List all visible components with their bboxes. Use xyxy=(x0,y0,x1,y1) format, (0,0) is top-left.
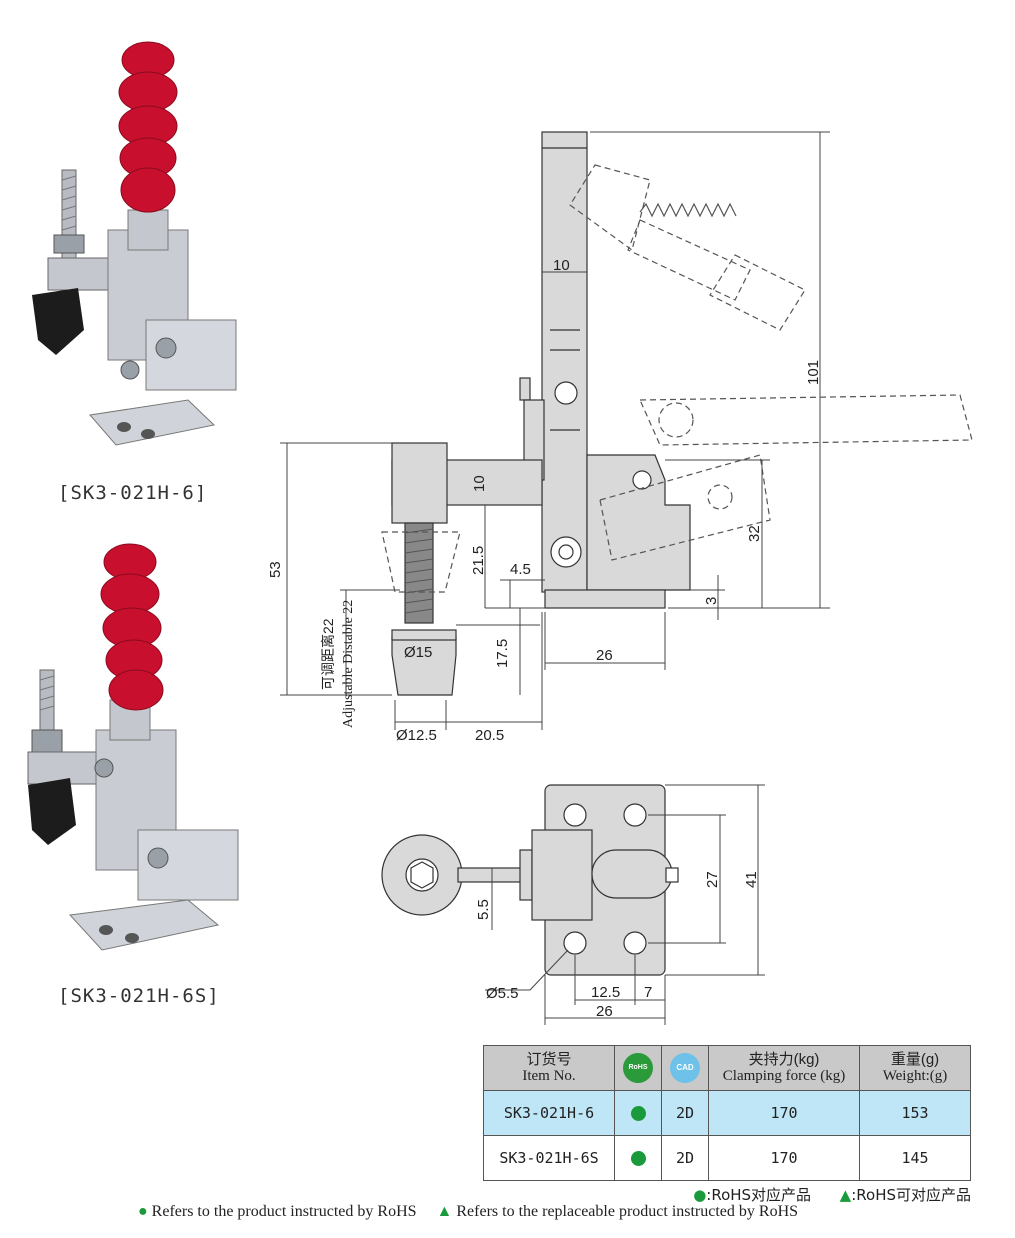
dim-32: 32 xyxy=(746,525,763,542)
cell-cad: 2D xyxy=(661,1135,709,1181)
header-cad: CAD xyxy=(661,1045,709,1091)
header-weight: 重量(g) Weight:(g) xyxy=(859,1045,971,1091)
dim-dia-5-5: Ø5.5 xyxy=(486,985,519,1002)
dim-101: 101 xyxy=(805,360,822,385)
dim-5-5: 5.5 xyxy=(475,899,492,920)
dim-4-5: 4.5 xyxy=(510,561,531,578)
table-header-row: 订货号 Item No. RoHS CAD 夹持力(kg) Clamping f… xyxy=(483,1045,971,1091)
dim-dia-15: Ø15 xyxy=(404,644,432,661)
legend-dot-icon: ● xyxy=(693,1186,707,1204)
legend-en: ● Refers to the product instructed by Ro… xyxy=(138,1203,799,1220)
spec-table: 订货号 Item No. RoHS CAD 夹持力(kg) Clamping f… xyxy=(483,1045,971,1181)
cell-item: SK3-021H-6S xyxy=(483,1135,615,1181)
header-force: 夹持力(kg) Clamping force (kg) xyxy=(708,1045,860,1091)
dim-10-arm: 10 xyxy=(471,475,488,492)
cell-item: SK3-021H-6 xyxy=(483,1090,615,1136)
cell-rohs xyxy=(614,1090,662,1136)
rohs-icon: RoHS xyxy=(623,1053,653,1083)
cad-icon: CAD xyxy=(670,1053,700,1083)
top-view-drawing: 27 41 5.5 Ø5.5 12.5 7 26 xyxy=(381,784,765,1025)
legend-cn: ●:RoHS对应产品 ▲:RoHS可对应产品 xyxy=(693,1186,971,1204)
legend-triangle-icon: ▲ xyxy=(436,1203,453,1220)
table-row: SK3-021H-6S 2D 170 145 xyxy=(483,1135,971,1181)
dim-27: 27 xyxy=(704,871,721,888)
legend-triangle-icon: ▲ xyxy=(839,1186,852,1204)
side-view-drawing: 10 101 10 53 21.5 4.5 32 3 17.5 26 Ø15 Ø… xyxy=(267,131,973,744)
cell-force: 170 xyxy=(708,1135,860,1181)
dim-17-5: 17.5 xyxy=(494,639,511,668)
dim-53: 53 xyxy=(267,561,284,578)
dim-26-bottom: 26 xyxy=(596,1003,613,1020)
dim-adjustable-cn: 可调距离22 xyxy=(320,618,336,690)
table-row: SK3-021H-6 2D 170 153 xyxy=(483,1090,971,1136)
header-item: 订货号 Item No. xyxy=(483,1045,615,1091)
rohs-dot-icon xyxy=(630,1106,646,1121)
product-caption-2: [SK3-021H-6S] xyxy=(58,985,220,1007)
rohs-dot-icon xyxy=(630,1151,646,1166)
dim-7: 7 xyxy=(644,984,652,1001)
cell-weight: 153 xyxy=(859,1090,971,1136)
product-photo-1 xyxy=(32,41,237,446)
product-caption-1: [SK3-021H-6] xyxy=(58,482,208,504)
dim-3: 3 xyxy=(703,597,720,605)
cell-force: 170 xyxy=(708,1090,860,1136)
dim-adjustable-en: Adjustable Distable 22 xyxy=(341,600,356,728)
cell-cad: 2D xyxy=(661,1090,709,1136)
dim-41: 41 xyxy=(743,871,760,888)
dim-12-5-bottom: 12.5 xyxy=(591,984,620,1001)
product-photo-2 xyxy=(27,543,239,951)
dim-21-5: 21.5 xyxy=(470,546,487,575)
dim-26-side: 26 xyxy=(596,647,613,664)
legend-dot-icon: ● xyxy=(138,1203,148,1220)
dim-10-top: 10 xyxy=(553,257,570,274)
cell-weight: 145 xyxy=(859,1135,971,1181)
header-rohs: RoHS xyxy=(614,1045,662,1091)
cell-rohs xyxy=(614,1135,662,1181)
dim-20-5: 20.5 xyxy=(475,727,504,744)
dim-dia-12-5: Ø12.5 xyxy=(396,727,437,744)
